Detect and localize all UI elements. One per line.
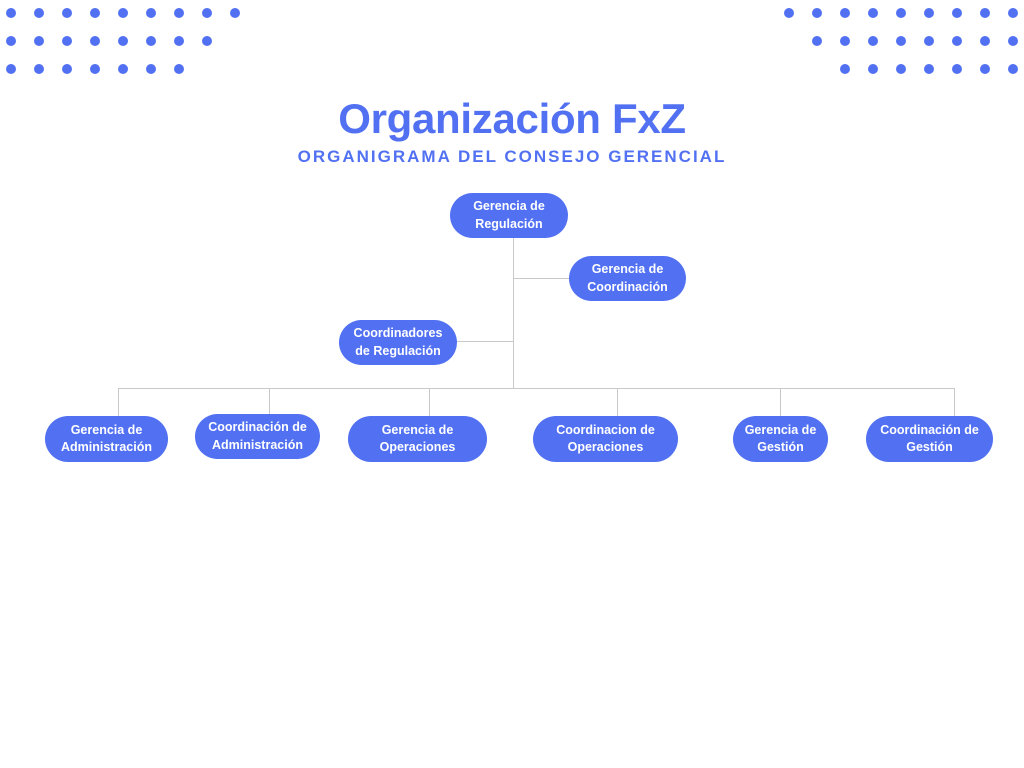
dot — [34, 36, 44, 46]
org-node-label: Gerencia de Administración — [61, 422, 152, 454]
dot — [896, 8, 906, 18]
dot-row — [6, 8, 240, 18]
dot-row — [784, 36, 1018, 46]
dot — [118, 8, 128, 18]
dot — [896, 36, 906, 46]
org-node-label: Coordinacion de Operaciones — [556, 422, 655, 454]
dot — [118, 36, 128, 46]
org-node-coordinacion-de-operaciones[interactable]: Coordinacion de Operaciones — [533, 416, 678, 462]
dot — [980, 8, 990, 18]
decorative-dots-left — [6, 8, 240, 92]
dot — [840, 36, 850, 46]
dot — [6, 36, 16, 46]
dot — [146, 36, 156, 46]
dot — [174, 8, 184, 18]
connector-drop-gerencia-operaciones — [429, 388, 430, 416]
dot — [174, 64, 184, 74]
dot — [868, 8, 878, 18]
dot — [952, 8, 962, 18]
dot — [1008, 64, 1018, 74]
dot-row — [784, 8, 1018, 18]
dot — [924, 36, 934, 46]
org-node-label: Gerencia de Coordinación — [587, 262, 668, 294]
org-node-gerencia-de-operaciones[interactable]: Gerencia de Operaciones — [348, 416, 487, 462]
org-node-gerencia-de-coordinacion[interactable]: Gerencia de Coordinación — [569, 256, 686, 301]
org-node-coordinadores-de-regulacion[interactable]: Coordinadores de Regulación — [339, 320, 457, 365]
dot-row — [6, 64, 240, 74]
dot — [952, 36, 962, 46]
dot-row — [6, 36, 240, 46]
dot — [34, 8, 44, 18]
dot — [62, 64, 72, 74]
dot — [980, 36, 990, 46]
org-node-label: Coordinación de Administración — [208, 420, 307, 452]
dot — [230, 8, 240, 18]
dot — [952, 64, 962, 74]
org-node-coordinacion-de-administracion[interactable]: Coordinación de Administración — [195, 414, 320, 459]
dot — [868, 36, 878, 46]
dot-row — [784, 64, 1018, 74]
connector-drop-coordinacion-operaciones — [617, 388, 618, 416]
decorative-dots-right — [784, 8, 1018, 92]
dot — [812, 8, 822, 18]
org-node-label: Coordinadores de Regulación — [353, 326, 443, 358]
dot — [924, 64, 934, 74]
dot — [34, 64, 44, 74]
dot — [924, 8, 934, 18]
connector-drop-gerencia-administracion — [118, 388, 119, 416]
dot — [784, 8, 794, 18]
dot — [6, 8, 16, 18]
connector-to-gerencia-coordinacion — [513, 278, 570, 279]
dot — [840, 8, 850, 18]
org-node-coordinacion-de-gestion[interactable]: Coordinación de Gestión — [866, 416, 993, 462]
org-node-label: Gerencia de Regulación — [473, 199, 545, 231]
dot — [6, 64, 16, 74]
connector-drop-gerencia-gestion — [780, 388, 781, 416]
org-node-label: Gerencia de Gestión — [744, 422, 817, 454]
dot — [118, 64, 128, 74]
org-node-gerencia-de-regulacion[interactable]: Gerencia de Regulación — [450, 193, 568, 238]
dot — [980, 64, 990, 74]
dot — [1008, 36, 1018, 46]
dot — [146, 64, 156, 74]
dot — [896, 64, 906, 74]
connector-drop-coordinacion-gestion — [954, 388, 955, 416]
dot — [812, 36, 822, 46]
dot — [90, 36, 100, 46]
dot — [1008, 8, 1018, 18]
dot — [90, 64, 100, 74]
dot — [202, 8, 212, 18]
dot — [840, 64, 850, 74]
dot — [202, 36, 212, 46]
dot — [62, 36, 72, 46]
connector-to-coordinadores-regulacion — [457, 341, 514, 342]
dot — [90, 8, 100, 18]
org-node-label: Coordinación de Gestión — [880, 422, 979, 454]
dot — [62, 8, 72, 18]
page-subtitle: ORGANIGRAMA DEL CONSEJO GERENCIAL — [297, 147, 727, 166]
page-title: Organización FxZ — [338, 95, 686, 142]
connector-drop-coordinacion-administracion — [269, 388, 270, 416]
dot — [868, 64, 878, 74]
dot — [146, 8, 156, 18]
connector-bus-horizontal — [118, 388, 955, 389]
connector-spine-vertical — [513, 238, 514, 388]
org-node-label: Gerencia de Operaciones — [379, 422, 456, 454]
dot — [174, 36, 184, 46]
org-node-gerencia-de-gestion[interactable]: Gerencia de Gestión — [733, 416, 828, 462]
org-node-gerencia-de-administracion[interactable]: Gerencia de Administración — [45, 416, 168, 462]
